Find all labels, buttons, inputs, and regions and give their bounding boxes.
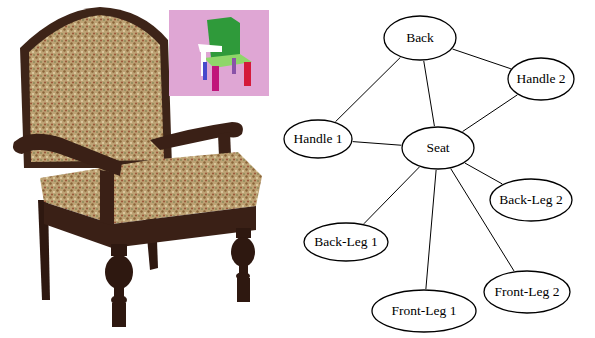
part-ellipse: Seat: [401, 126, 475, 170]
part-connector: [452, 49, 510, 69]
ellipse-shape: [508, 58, 574, 100]
part-label: Back-Leg 1: [314, 234, 377, 250]
part-ellipse: Back-Leg 2: [489, 178, 573, 222]
part-connector: [353, 142, 402, 146]
part-ellipse: Front-Leg 2: [483, 270, 571, 314]
part-ellipse: Handle 2: [507, 57, 575, 101]
part-ellipse: Handle 1: [283, 119, 353, 159]
part-label: Handle 1: [293, 131, 342, 147]
ellipse-shape: [304, 223, 388, 261]
ellipse-shape: [284, 120, 352, 158]
front-leg: [231, 228, 255, 302]
seat-apron: [44, 202, 256, 248]
part-label: Back: [406, 30, 434, 46]
segmentation-inset: [169, 10, 269, 96]
part-label: Front-Leg 1: [392, 303, 457, 319]
part-ellipse: Back-Leg 1: [303, 222, 389, 262]
part-ellipse: Back: [383, 15, 457, 61]
part-connector: [426, 170, 436, 289]
leg-segment: [212, 66, 219, 91]
arm-rest: [13, 134, 122, 176]
leg-segment: [203, 62, 207, 80]
ellipse-shape: [372, 290, 476, 332]
leg-segment: [232, 58, 236, 74]
ellipse-shape: [402, 127, 474, 169]
part-label: Back-Leg 2: [499, 192, 562, 208]
part-ellipse: Front-Leg 1: [371, 289, 477, 333]
leg-segment: [244, 62, 251, 86]
part-connector: [364, 167, 420, 224]
ellipse-shape: [484, 271, 570, 313]
ellipse-shape: [490, 179, 572, 221]
part-connector: [335, 57, 400, 121]
part-connector: [465, 163, 502, 184]
arm-segment: [198, 44, 222, 52]
part-connector: [463, 95, 518, 132]
part-connector: [424, 61, 435, 126]
part-label: Handle 2: [516, 71, 565, 87]
ellipse-shape: [384, 16, 456, 60]
part-label: Front-Leg 2: [495, 284, 560, 300]
arm-post: [100, 170, 114, 226]
front-leg: [105, 244, 133, 327]
part-label: Seat: [426, 140, 449, 156]
